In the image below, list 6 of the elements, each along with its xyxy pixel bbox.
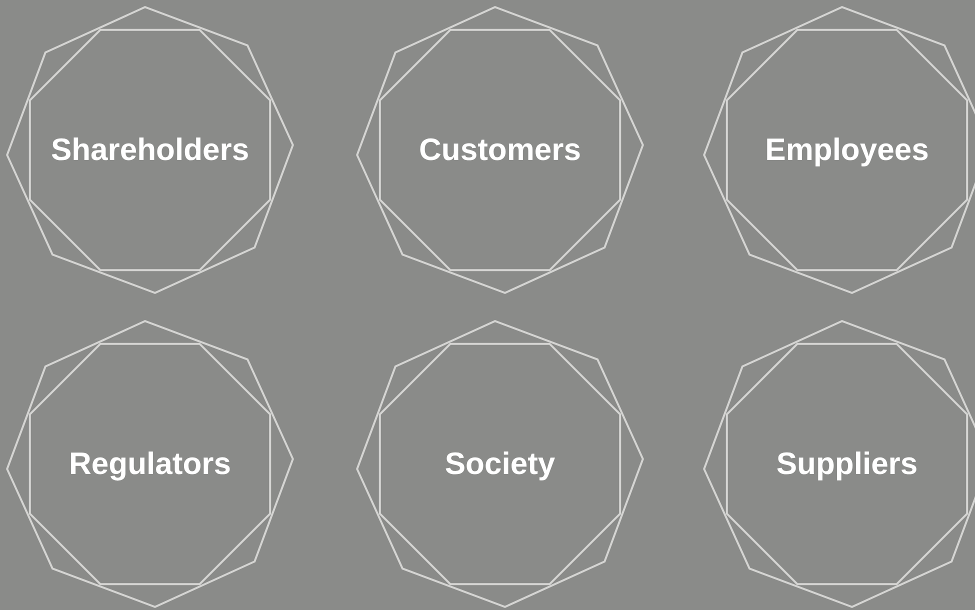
stakeholder-label: Shareholders: [50, 132, 250, 168]
stakeholder-label: Society: [444, 446, 556, 482]
stakeholder-label: Customers: [419, 132, 581, 168]
stakeholder-label: Employees: [765, 132, 929, 168]
stakeholder-label: Suppliers: [776, 446, 918, 482]
stakeholder-label: Regulators: [69, 446, 231, 482]
